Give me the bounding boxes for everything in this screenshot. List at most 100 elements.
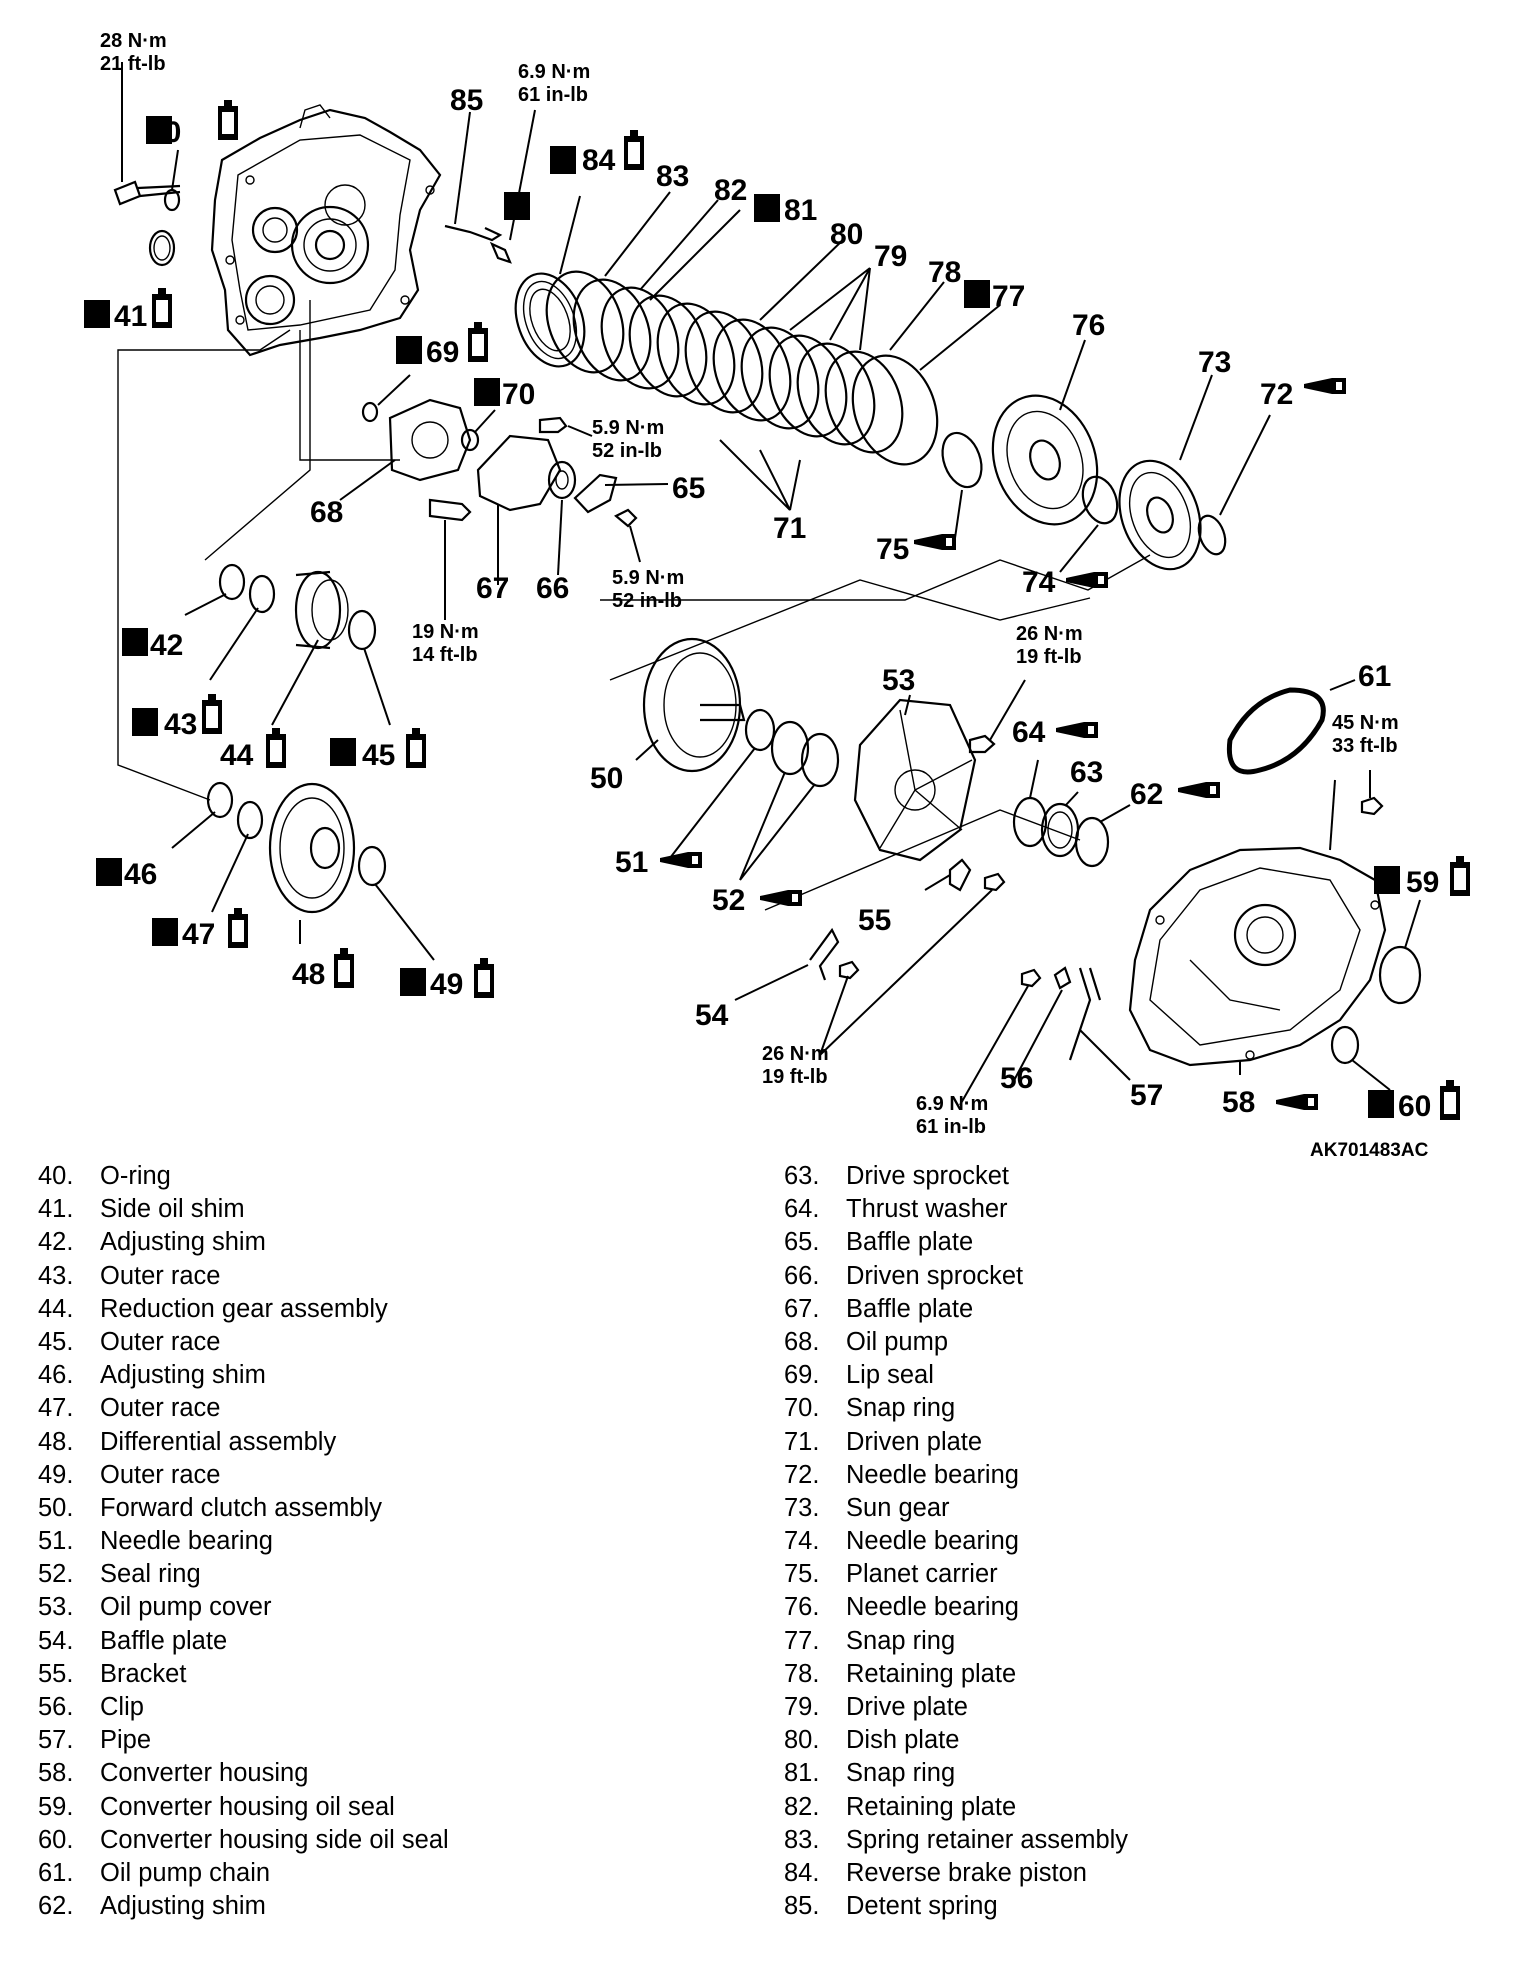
callout-83: 83	[656, 160, 689, 193]
side-oil-shim-41	[148, 229, 176, 267]
callout-49: 49	[430, 968, 463, 1001]
legend-number: 59.	[38, 1792, 74, 1821]
callout-84: 84	[582, 144, 616, 177]
legend-part-name: Outer race	[100, 1394, 221, 1423]
svg-text:N: N	[1378, 866, 1397, 896]
needle-bearing-72	[1197, 514, 1227, 556]
callout-73: 73	[1198, 346, 1231, 379]
legend-number: 77.	[784, 1626, 820, 1655]
legend-number: 72.	[784, 1460, 820, 1489]
legend-part-name: Snap ring	[846, 1626, 956, 1655]
legend-number: 68.	[784, 1327, 820, 1356]
legend-part-name: Driven plate	[846, 1427, 983, 1456]
needle-bearing-51	[744, 708, 776, 752]
legend-number: 64.	[784, 1195, 820, 1224]
callout-78: 78	[928, 256, 961, 289]
pipe-57	[1068, 967, 1102, 1061]
callout-48: 48	[292, 958, 325, 991]
legend-item: 48.Differential assembly	[38, 1426, 449, 1459]
new-part-mark-45: N	[330, 738, 356, 768]
legend-part-name: Converter housing oil seal	[100, 1792, 395, 1821]
svg-text:N: N	[968, 280, 987, 310]
legend-part-name: Converter housing	[100, 1759, 309, 1788]
callout-53: 53	[882, 664, 915, 697]
legend-item: 45.Outer race	[38, 1326, 449, 1359]
grease-icon-52	[760, 890, 802, 906]
callout-41: 41	[114, 300, 147, 333]
legend-number: 45.	[38, 1327, 74, 1356]
legend-item: 52. Seal ring	[38, 1558, 449, 1591]
callout-52: 52	[712, 884, 745, 917]
svg-text:N: N	[554, 146, 573, 176]
legend-item: 74.Needle bearing	[784, 1525, 1128, 1558]
grease-icon-64	[1056, 722, 1098, 738]
legend-part-name: Reduction gear assembly	[100, 1294, 388, 1323]
callout-43: 43	[164, 708, 197, 741]
callout-72: 72	[1260, 378, 1293, 411]
legend-number: 57.	[38, 1726, 74, 1755]
fluid-icon-48	[334, 948, 354, 988]
legend-part-name: Seal ring	[100, 1560, 201, 1589]
callout-77: 77	[992, 280, 1025, 313]
lip-seal-69	[361, 401, 379, 423]
legend-part-name: Adjusting shim	[100, 1892, 266, 1921]
new-part-mark-59: N	[1374, 866, 1400, 896]
legend-part-name: Outer race	[100, 1261, 221, 1290]
legend-part-name: Adjusting shim	[100, 1361, 266, 1390]
legend-number: 70.	[784, 1394, 820, 1423]
legend-number: 51.	[38, 1527, 74, 1556]
callout-54: 54	[695, 999, 729, 1032]
svg-text:N: N	[334, 738, 353, 768]
torque-33-ftlb: 33 ft-lb	[1332, 735, 1398, 757]
svg-text:N: N	[478, 378, 497, 408]
legend-item: 60.Converter housing side oil seal	[38, 1824, 449, 1857]
fluid-icon-59	[1450, 856, 1470, 896]
callout-60: 60	[1398, 1090, 1431, 1123]
legend-part-name: Oil pump	[846, 1327, 949, 1356]
legend-item: 59. Converter housing oil seal	[38, 1791, 449, 1824]
legend-item: 64.Thrust washer	[784, 1193, 1128, 1226]
oil-pump-cover-53	[853, 694, 977, 862]
legend-part-name: Snap ring	[846, 1759, 956, 1788]
fluid-icon-40	[218, 100, 238, 140]
fluid-icon-69	[468, 322, 488, 362]
legend-part-name: Baffle plate	[846, 1228, 974, 1257]
fluid-icon-45	[406, 728, 426, 768]
legend-number: 69.	[784, 1361, 820, 1390]
svg-text:N: N	[136, 708, 155, 738]
new-part-mark-49: N	[400, 968, 426, 998]
legend-number: 63.	[784, 1162, 820, 1190]
fluid-icon-49	[474, 958, 494, 998]
torque-26-nm-upper: 26 N·m	[1016, 623, 1083, 645]
legend-number: 47.	[38, 1394, 74, 1423]
legend-part-name: Needle bearing	[100, 1527, 273, 1556]
legend-part-name: Sun gear	[846, 1493, 950, 1522]
legend-part-name: Oil pump cover	[100, 1593, 272, 1622]
callout-46: 46	[124, 858, 157, 891]
converter-housing-side-oil-seal-60	[1330, 1025, 1360, 1065]
seal-ring-52b	[800, 732, 840, 788]
detent-spring-85	[444, 109, 536, 264]
needle-bearing-76	[941, 431, 983, 489]
torque-19-ftlb-lower: 19 ft-lb	[762, 1066, 828, 1088]
legend-part-name: Bracket	[100, 1659, 187, 1688]
torque-26-nm-lower: 26 N·m	[762, 1043, 829, 1065]
callout-63: 63	[1070, 756, 1103, 789]
bracket-bolt	[983, 872, 1006, 892]
outer-race-49	[357, 845, 387, 887]
outer-race-43	[248, 574, 276, 614]
legend-part-name: Spring retainer assembly	[846, 1825, 1129, 1854]
legend-item: 54.Baffle plate	[38, 1625, 449, 1658]
legend-number: 84.	[784, 1858, 820, 1887]
legend-item: 43.Outer race	[38, 1260, 449, 1293]
torque-6-9-nm-lower: 6.9 N·m	[916, 1093, 988, 1115]
legend-part-name: Dish plate	[846, 1726, 960, 1755]
differential-assembly-48	[268, 782, 356, 944]
legend-number: 53.	[38, 1593, 74, 1622]
housing-bolt	[1360, 796, 1384, 816]
legend-number: 52.	[38, 1560, 74, 1589]
callout-74: 74	[1022, 566, 1056, 599]
